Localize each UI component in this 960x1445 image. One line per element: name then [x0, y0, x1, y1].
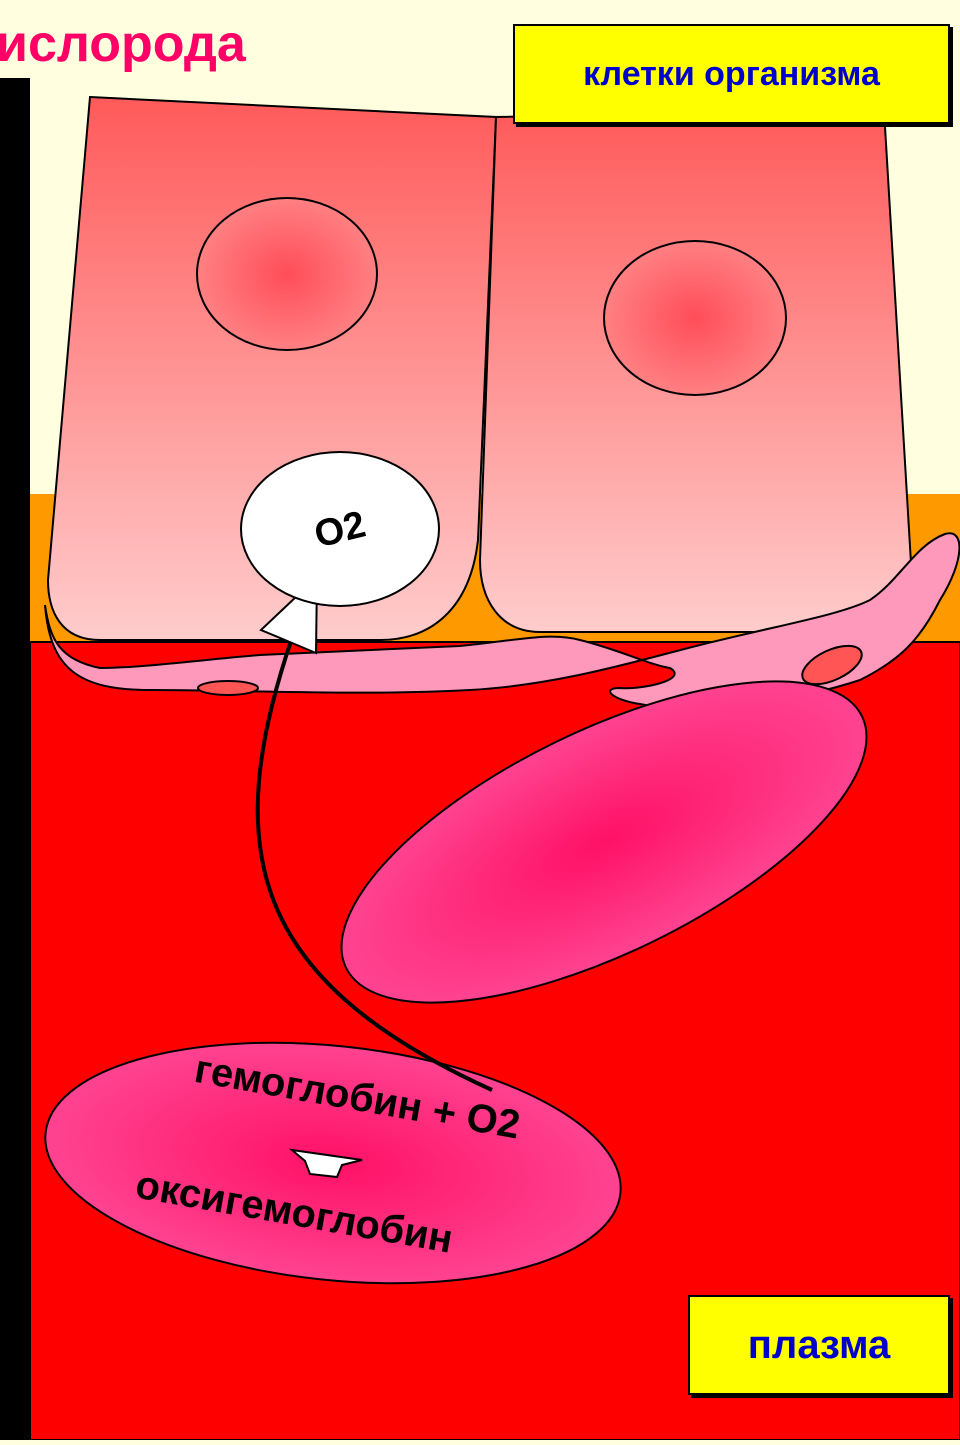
label-plasma: плазма: [688, 1295, 950, 1395]
cell-nucleus-left: [197, 198, 377, 350]
cell-nucleus-right: [604, 241, 786, 395]
label-body-cells: клетки организма: [513, 24, 950, 124]
left-wall: [0, 78, 30, 1440]
endothelial-nucleus-left: [198, 681, 258, 695]
page-title: ислорода: [0, 18, 246, 70]
